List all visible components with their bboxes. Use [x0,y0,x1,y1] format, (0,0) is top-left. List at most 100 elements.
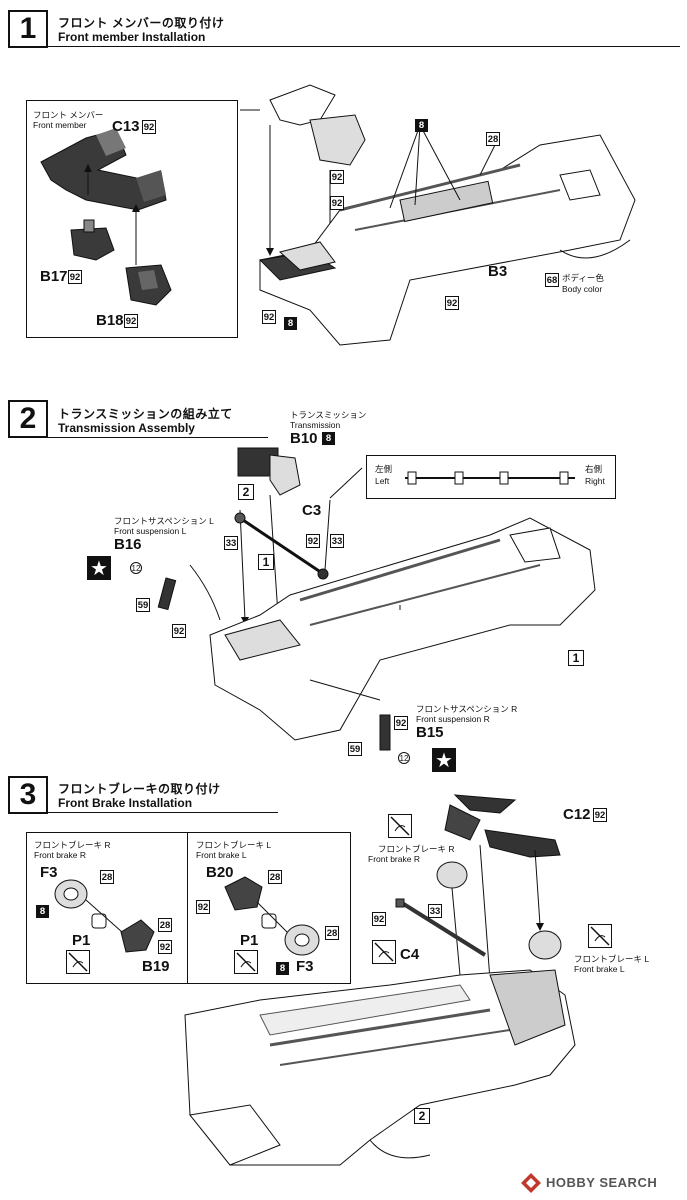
b17-label: B17 [40,268,68,285]
c12-paint-92: 92 [593,808,607,822]
paint-12-left: 12 [130,562,142,574]
ref-chassis-2: 2 [414,1108,430,1124]
step-1-rule [48,46,680,47]
step-3-chassis-drawing [184,794,576,1166]
c3-label: C3 [302,502,322,519]
b19-paint-28: 28 [158,918,172,932]
b15-paint-59: 59 [348,742,362,756]
b20-label: B20 [206,864,234,881]
step-2-chassis-drawing [157,447,596,751]
f3-r-paint-8: 8 [36,905,49,918]
c3-paint-33-right: 33 [330,534,344,548]
chassis-paint-92-b: 92 [330,196,344,210]
watermark-brand: HOBBY SEARCH [546,1175,658,1190]
front-brake-l-inset [187,832,351,984]
c4-label: C4 [400,946,420,963]
c12-label: C12 [563,806,591,823]
step-1-chassis-drawing [240,84,636,346]
b10-paint-8: 8 [322,432,335,445]
body-color-jp: ボディー色 [562,273,604,283]
f3-r-paint-28: 28 [100,870,114,884]
brake-r-inset-en: Front brake R [34,850,86,860]
chassis-paint-8-top: 8 [415,119,428,132]
step-2-rule [48,437,268,438]
right-label-jp: 右側 [585,464,603,474]
b3-label: B3 [488,263,508,280]
brake-l-main-jp: フロントブレーキ L [574,954,650,964]
right-label-en: Right [585,476,605,486]
brake-r-main-en: Front brake R [368,854,420,864]
f3-label-l: F3 [296,958,314,975]
step-3-title-en: Front Brake Installation [58,796,193,810]
b20-paint-28: 28 [268,870,282,884]
front-member-inset-drawing [40,128,172,306]
step-2-number: 2 [8,400,48,438]
left-label-jp: 左側 [375,464,393,474]
b18-paint-92: 92 [124,314,138,328]
b15-label: B15 [416,724,444,741]
b18-label: B18 [96,312,124,329]
p1-label-r: P1 [72,932,91,949]
shaft-diagram [405,471,575,485]
suspension-l-label-jp: フロントサスペンション L [114,516,214,526]
step-3-rule [48,812,278,813]
chassis-paint-28: 28 [486,132,500,146]
hobby-search-logo-icon [521,1173,541,1193]
tie-rod-paint-92: 92 [372,912,386,926]
left-label-en: Left [375,476,390,486]
chassis-paint-92-d: 92 [262,310,276,324]
b19-paint-92: 92 [158,940,172,954]
star-icon-right: ★ [432,748,456,772]
brake-l-inset-drawing [224,876,320,956]
step-3-number: 3 [8,776,48,814]
b17-paint-92: 92 [68,270,82,284]
b10-label: B10 [290,430,318,447]
suspension-l-label-en: Front suspension L [114,526,187,536]
brake-r-main-jp: フロントブレーキ R [378,844,455,854]
transmission-label-en: Transmission [290,420,341,430]
brake-l-inset-jp: フロントブレーキ L [196,840,272,850]
c3-paint-33-left: 33 [224,536,238,550]
brake-l-inset-en: Front brake L [196,850,247,860]
no-paint-icon-brake-l [588,924,612,948]
ref-step-2-marker: 2 [238,484,254,500]
ref-step-1-marker: 1 [258,554,274,570]
b16-paint-59: 59 [136,598,150,612]
p1-label-l: P1 [240,932,259,949]
no-paint-icon-c12 [388,814,412,838]
no-paint-icon-r [66,950,90,974]
step-1-title-en: Front member Installation [58,30,206,44]
tie-rod-paint-33: 33 [428,904,442,918]
brake-r-inset-drawing [54,879,155,953]
f3-l-paint-28: 28 [325,926,339,940]
suspension-r-label-en: Front suspension R [416,714,490,724]
transmission-label-jp: トランスミッション [290,410,367,420]
body-color-en: Body color [562,284,603,294]
no-paint-icon-c4 [372,940,396,964]
c13-label: C13 [112,118,140,135]
no-paint-icon-l [234,950,258,974]
f3-l-paint-8: 8 [276,962,289,975]
step-1-number: 1 [8,10,48,48]
chassis-paint-92-c: 92 [445,296,459,310]
b16-label: B16 [114,536,142,553]
c13-paint-92: 92 [142,120,156,134]
body-color-68: 68 [545,273,559,287]
brake-l-main-en: Front brake L [574,964,625,974]
chassis-paint-8-bottom: 8 [284,317,297,330]
front-brake-r-inset [26,832,188,984]
chassis-paint-92-a: 92 [330,170,344,184]
paint-12-right: 12 [398,752,410,764]
b15-paint-92: 92 [394,716,408,730]
suspension-r-label-jp: フロントサスペンション R [416,704,518,714]
b20-paint-92: 92 [196,900,210,914]
step-1-title-jp: フロント メンバーの取り付け [58,16,225,30]
step-3-title-jp: フロントブレーキの取り付け [58,782,221,796]
star-icon-left: ★ [87,556,111,580]
b16-paint-92: 92 [172,624,186,638]
f3-label-r: F3 [40,864,58,881]
c3-paint-92: 92 [306,534,320,548]
front-member-label-jp: フロント メンバー [33,110,104,120]
ref-chassis-1: 1 [568,650,584,666]
front-member-label-en: Front member [33,120,87,130]
